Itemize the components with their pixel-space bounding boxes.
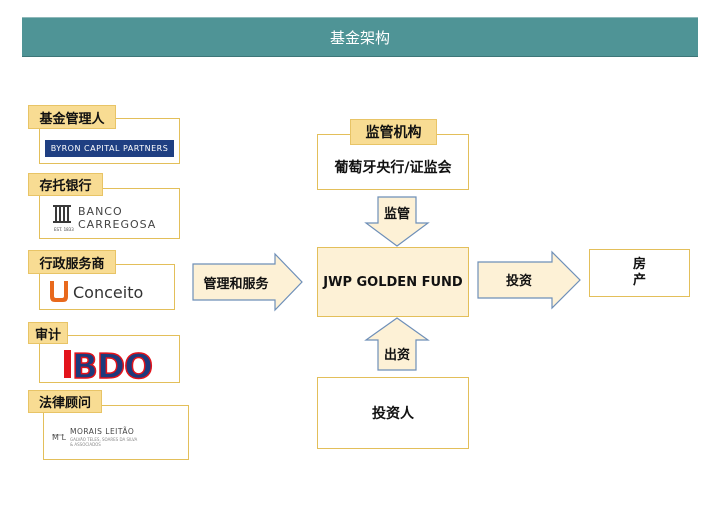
depositary-box: EST. 1833 BANCO CARREGOSA xyxy=(39,188,180,239)
carregosa-line1: BANCO xyxy=(78,205,123,218)
regulator-name: 葡萄牙央行/证监会 xyxy=(334,160,452,176)
auditor-tag: 审计 xyxy=(28,322,68,344)
morais-line2: GALVÃO TELES, SOARES DA SILVA xyxy=(70,437,137,442)
property-line2: 产 xyxy=(632,273,646,288)
conceito-cup-icon xyxy=(50,281,68,302)
fund-manager-tag: 基金管理人 xyxy=(28,105,116,129)
depositary-tag: 存托银行 xyxy=(28,173,103,196)
bdo-logo: BDO xyxy=(63,346,153,382)
investment-arrow-label: 投资 xyxy=(505,273,532,289)
carregosa-est: EST. 1833 xyxy=(54,227,74,232)
legal-tag: 法律顾问 xyxy=(28,390,102,413)
property-line1: 房 xyxy=(632,257,646,272)
morais-line3: & ASSOCIADOS xyxy=(70,442,101,447)
property-box: 房 产 xyxy=(589,249,690,297)
fund-box: JWP GOLDEN FUND xyxy=(317,247,469,317)
supervision-arrow-label: 监管 xyxy=(383,206,410,222)
carregosa-emblem-icon xyxy=(53,205,71,223)
page-title: 基金架构 xyxy=(22,17,698,57)
regulator-tag: 监管机构 xyxy=(350,119,437,145)
legal-box: M L MORAIS LEITÃO GALVÃO TELES, SOARES D… xyxy=(43,405,189,460)
bdo-bar-icon xyxy=(63,350,71,378)
byron-logo: BYRON CAPITAL PARTNERS xyxy=(44,139,175,157)
morais-line1: MORAIS LEITÃO xyxy=(70,427,134,436)
capital-arrow-label: 出资 xyxy=(383,347,410,363)
carregosa-line2: CARREGOSA xyxy=(78,218,156,231)
bdo-text: BDO xyxy=(72,347,152,382)
carregosa-logo: EST. 1833 BANCO CARREGOSA xyxy=(53,205,156,232)
morais-leitao-logo: M L MORAIS LEITÃO GALVÃO TELES, SOARES D… xyxy=(52,427,137,447)
investor-box: 投资人 xyxy=(317,377,469,449)
management-arrow-label: 管理和服务 xyxy=(203,276,269,292)
conceito-logo: Conceito xyxy=(50,281,143,302)
administrator-tag: 行政服务商 xyxy=(28,250,116,274)
morais-mark-icon: M L xyxy=(52,433,66,442)
conceito-text: Conceito xyxy=(73,283,143,302)
byron-logo-text: BYRON CAPITAL PARTNERS xyxy=(50,143,169,153)
